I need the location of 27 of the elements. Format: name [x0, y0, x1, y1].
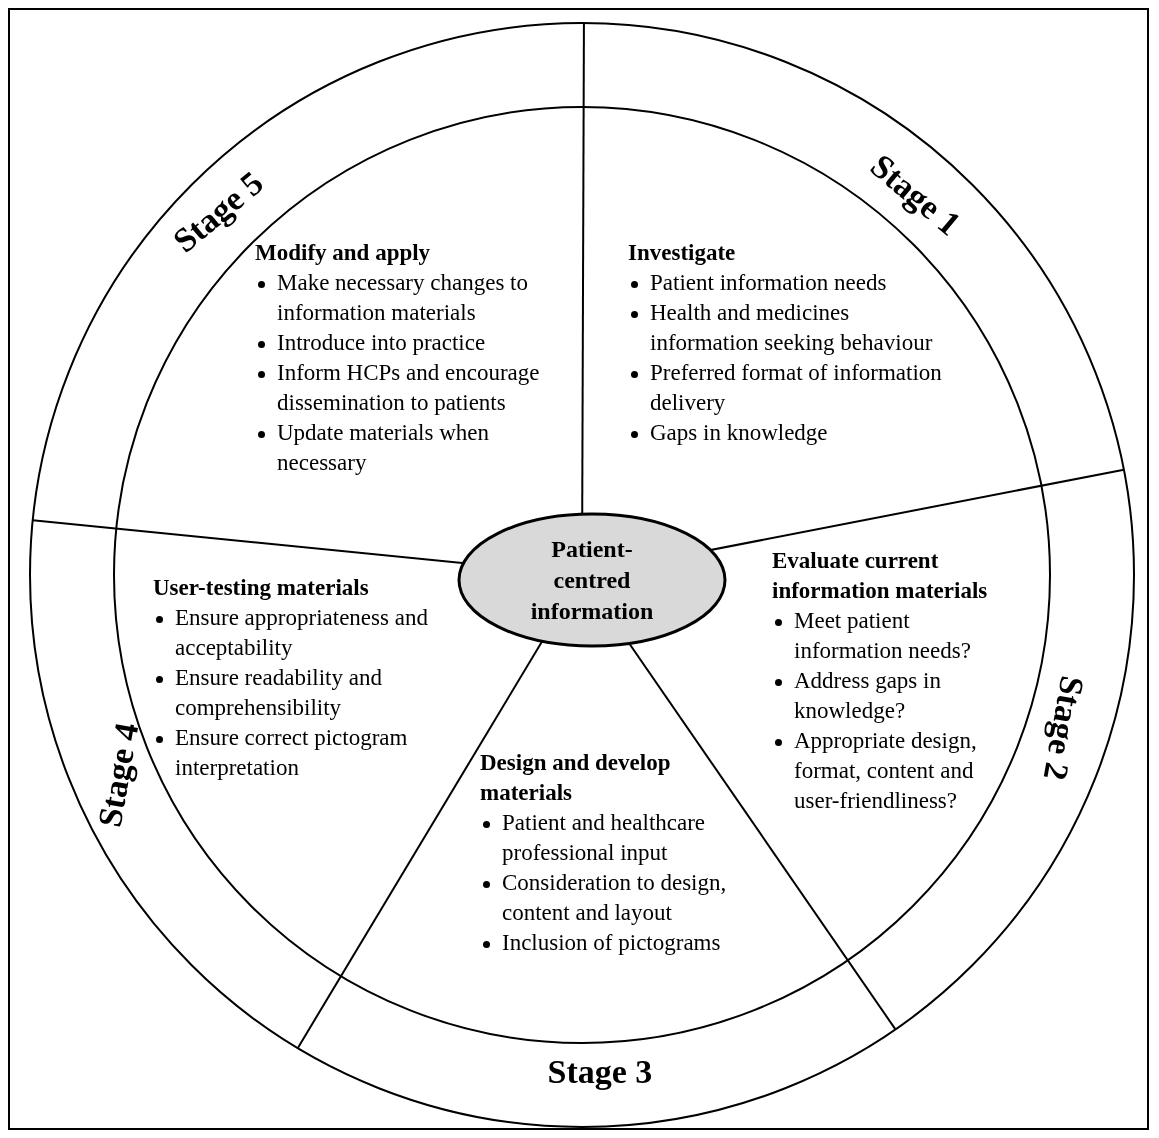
bullet-item: Patient and healthcare professional input [502, 809, 707, 867]
bullet-item: Update materials when necessary [277, 419, 491, 477]
bullet-item: Appropriate design, format, content and user-friendliness? [794, 727, 978, 815]
section-heading: Investigate [628, 239, 737, 267]
bullet-item: Preferred format of information delivery [650, 359, 943, 417]
bullet-item: Address gaps in knowledge? [794, 667, 942, 725]
section-heading: Modify and apply [255, 239, 432, 267]
bullet-item: Ensure readability and comprehensibility [175, 664, 383, 722]
bullet-item: Ensure appropriateness and acceptability [175, 604, 429, 662]
bullet-item: Meet patient information needs? [794, 607, 972, 665]
stage-label: Stage 4 [89, 719, 146, 831]
section-heading: Evaluate current information materials [772, 547, 989, 605]
stage-label: Stage 3 [547, 1052, 653, 1092]
bullet-item: Patient information needs [650, 269, 888, 297]
bullet-item: Consideration to design, content and layout [502, 869, 728, 927]
bullet-item: Gaps in knowledge [650, 419, 829, 447]
section-heading: User-testing materials [153, 574, 370, 602]
center-label: Patient-centred information [529, 534, 655, 626]
bullet-item: Ensure correct pictogram interpretation [175, 724, 409, 782]
bullet-item: Inform HCPs and encourage dissemination to patients [277, 359, 541, 417]
center-ellipse [457, 512, 727, 648]
bullet-item: Introduce into practice [277, 329, 487, 357]
bullet-item: Inclusion of pictograms [502, 929, 722, 957]
section-heading: Design and develop materials [480, 749, 672, 807]
stage-label: Stage 2 [1035, 672, 1092, 784]
bullet-item: Health and medicines information seeking behaviour [650, 299, 934, 357]
bullet-item: Make necessary changes to information materials [277, 269, 529, 327]
